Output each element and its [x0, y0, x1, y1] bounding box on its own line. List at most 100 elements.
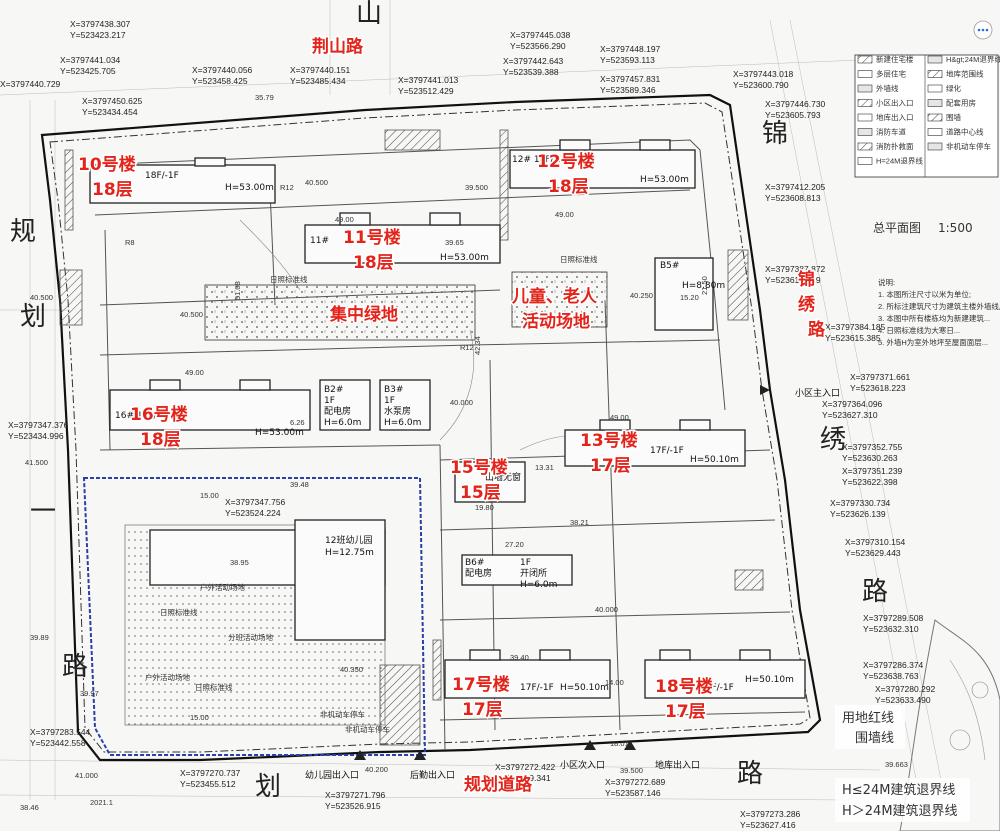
svg-text:19.80: 19.80 [475, 503, 494, 512]
label-building-10-name: 10号楼 [78, 154, 136, 175]
street-hua: 划 [20, 302, 46, 332]
svg-text:日照标准线: 日照标准线 [195, 682, 233, 692]
legend-symbol [857, 128, 873, 136]
label-kids-area-2: 活动场地 [522, 311, 590, 332]
svg-text:12# 18F/-1F: 12# 18F/-1F [512, 155, 568, 165]
svg-text:12班幼儿园: 12班幼儿园 [325, 534, 372, 546]
legend-symbol [927, 84, 943, 93]
label-guihua-road: 规划道路 [464, 774, 533, 795]
legend-symbol [927, 142, 943, 151]
label-building-13-name: 13号楼 [580, 430, 638, 451]
svg-text:39.65: 39.65 [445, 238, 464, 247]
svg-text:1F: 1F [520, 558, 531, 568]
svg-text:38.95: 38.95 [230, 558, 249, 567]
building-15-footprint [454, 461, 526, 503]
coord: Y=523442.558 [30, 738, 86, 748]
svg-text:15.00: 15.00 [190, 713, 209, 722]
label-building-11-floors: 18层 [353, 253, 394, 273]
coord: X=3797364.096 [822, 399, 883, 409]
red-labels: 荆山路 锦 绣 路 规划道路 10号楼 18层 11号楼 18层 12号楼 18… [77, 35, 828, 797]
svg-text:1. 本图所注尺寸以米为单位;: 1. 本图所注尺寸以米为单位; [878, 289, 971, 299]
svg-text:15.00: 15.00 [200, 491, 219, 500]
svg-text:49.00: 49.00 [185, 368, 204, 377]
coord: X=3797440.729 [0, 79, 61, 89]
svg-text:40.000: 40.000 [450, 398, 473, 407]
svg-text:6.26: 6.26 [290, 418, 305, 427]
svg-text:39.89: 39.89 [30, 633, 49, 642]
line-legend: 用地红线 围墙线 H≤24M建筑退界线 H＞24M建筑退界线 [835, 705, 970, 822]
legend-symbol [927, 70, 943, 78]
coord: Y=523566.290 [510, 41, 566, 51]
legend-symbol [857, 157, 873, 165]
svg-text:水泵房: 水泵房 [384, 405, 411, 417]
coord: Y=523608.813 [765, 193, 821, 203]
svg-text:40.200: 40.200 [365, 765, 388, 774]
street-lu-bottom: 路 [737, 759, 763, 789]
label-jingxiu-1: 锦 [798, 269, 815, 290]
coord: Y=523455.512 [180, 779, 236, 789]
coord: X=3797347.376 [8, 420, 69, 430]
svg-text:H=53.00m: H=53.00m [440, 253, 489, 263]
coord: X=3797440.151 [290, 65, 351, 75]
svg-text:49.00: 49.00 [610, 413, 629, 422]
coord: X=3797272.689 [605, 777, 666, 787]
label-building-17-name: 17号楼 [452, 674, 510, 695]
svg-text:40.000: 40.000 [595, 605, 618, 614]
coord: X=3797351.239 [842, 466, 903, 476]
b5-building [654, 257, 714, 331]
site-boundary [40, 93, 822, 762]
coord: Y=523485.434 [290, 76, 346, 86]
coord: X=3797448.197 [600, 44, 661, 54]
coord: X=3797412.205 [765, 182, 826, 192]
menu-icon[interactable] [973, 20, 993, 40]
label-building-12-floors: 18层 [548, 177, 589, 197]
coord: X=3797289.508 [863, 613, 924, 623]
plan-title: 总平面图 [873, 221, 921, 235]
label-building-18-name: 18号楼 [655, 676, 713, 697]
coord: Y=523539.388 [503, 67, 559, 77]
coord: X=3797273.286 [740, 809, 801, 819]
svg-text:日照标准线: 日照标准线 [160, 607, 198, 617]
label-building-13-floors: 17层 [590, 456, 631, 476]
svg-text:38.46: 38.46 [20, 803, 39, 812]
svg-text:18.01: 18.01 [610, 739, 629, 748]
coord: Y=523524.224 [225, 508, 281, 518]
svg-text:11#: 11# [310, 236, 329, 246]
street-lu-right: 路 [862, 577, 888, 607]
svg-text:非机动车停车: 非机动车停车 [320, 709, 365, 719]
label-central-green: 集中绿地 [329, 304, 398, 325]
label-jingxiu-3: 路 [808, 319, 826, 340]
coord: Y=523526.915 [325, 801, 381, 811]
label-building-11-name: 11号楼 [343, 227, 401, 248]
label-building-16-floors: 18层 [140, 430, 181, 450]
street-names: 山 锦 绣 路 规 划 一 路 划 路 [10, 0, 888, 802]
svg-text:H=53.00m: H=53.00m [640, 175, 689, 185]
svg-text:39.500: 39.500 [620, 766, 643, 775]
svg-text:配电房: 配电房 [465, 567, 492, 579]
coord: Y=523423.217 [70, 30, 126, 40]
legend-setback-high: H＞24M建筑退界线 [842, 803, 958, 819]
coord: Y=523614.819 [765, 275, 821, 285]
legend-symbol [857, 113, 873, 122]
svg-text:1F: 1F [324, 396, 335, 406]
coord: Y=523589.346 [600, 85, 656, 95]
building-18-footprint [644, 649, 806, 699]
legend-symbol [857, 84, 873, 93]
coord: X=3797445.038 [510, 30, 571, 40]
svg-text:17F/-1F: 17F/-1F [520, 683, 554, 693]
coord: X=3797446.730 [765, 99, 826, 109]
svg-text:39.97: 39.97 [80, 689, 99, 698]
coord: Y=523434.454 [82, 107, 138, 117]
coord: X=3797347.756 [225, 497, 286, 507]
street-yi: 一 [30, 497, 56, 527]
notes: 说明: 1. 本图所注尺寸以米为单位; 2. 所标注建筑尺寸为建筑主楼外墙线尺寸… [878, 277, 1000, 347]
svg-text:15.20: 15.20 [680, 293, 699, 302]
svg-text:H=12.75m: H=12.75m [325, 548, 374, 558]
legend-label: 绿化 [946, 83, 961, 93]
svg-text:H=8.80m: H=8.80m [682, 281, 725, 291]
legend-label: 道路中心线 [946, 127, 984, 137]
legend-wall-line: 围墙线 [855, 731, 894, 746]
ancillary-labels: B2# 1F 配电房 H=6.0m B3# 1F 水泵房 H=6.0m B5# … [145, 254, 725, 734]
legend-label: 消防扑救面 [876, 141, 914, 151]
legend-symbol [857, 70, 873, 78]
